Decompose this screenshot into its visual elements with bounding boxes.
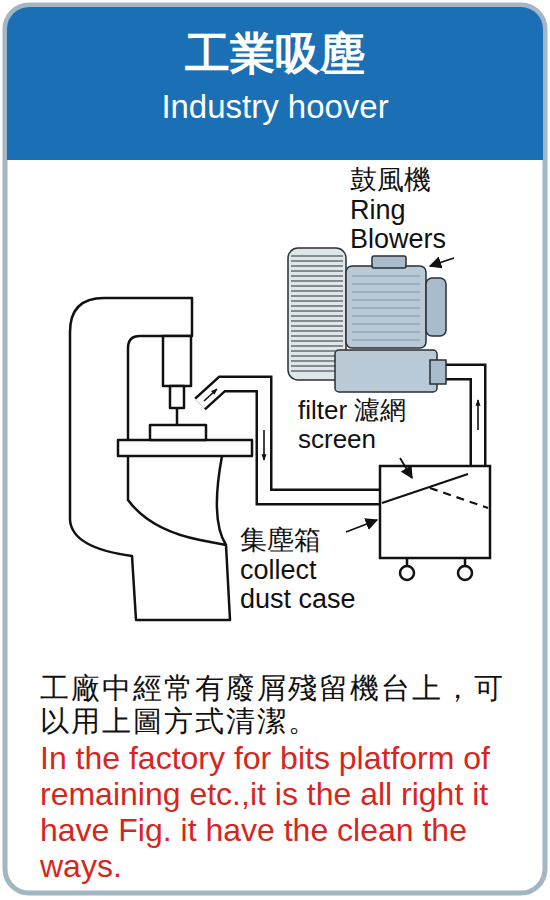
drill-bit: [176, 408, 179, 424]
fin-line: [291, 280, 343, 281]
leader-line: [430, 258, 454, 266]
fin-line: [291, 345, 343, 346]
fin-line: [291, 320, 343, 321]
filter-screen-open: [430, 488, 488, 508]
rib-line: [352, 292, 420, 293]
card-outline: [5, 5, 545, 893]
rib-line: [352, 316, 420, 317]
title-text: 工業吸塵: [7, 29, 543, 78]
part-name: 鼓風機 Ring Blowers: [350, 166, 478, 255]
flow-arrow: [477, 400, 479, 430]
rib-line: [352, 324, 420, 325]
press-column: [70, 298, 192, 520]
press-pedestal: [128, 456, 226, 545]
dust-case-box: [380, 466, 490, 558]
duct-inner: [438, 372, 478, 470]
fin-line: [291, 310, 343, 311]
subtitle-text: Industry hoover: [7, 89, 543, 125]
blower-exhaust-housing: [335, 350, 437, 392]
leader-line: [346, 520, 377, 532]
header-band: 工業吸塵 Industry hoover: [7, 7, 543, 160]
rib-line: [352, 308, 420, 309]
rib-line: [352, 276, 420, 277]
terminal-box: [372, 256, 406, 268]
fin-line: [291, 260, 343, 261]
caster-leg: [407, 558, 465, 566]
fin-line: [291, 285, 343, 286]
caption-text: 工廠中經常有廢屑殘留機台上，可以用上圖方式清潔。: [40, 672, 515, 738]
fin-line: [291, 290, 343, 291]
fin-line: [291, 335, 343, 336]
caster-wheel: [400, 566, 414, 580]
press-base: [70, 456, 230, 620]
spindle-chuck: [170, 386, 184, 408]
press-frame: [70, 298, 252, 620]
workpiece: [150, 425, 206, 440]
leader-line: [400, 458, 412, 478]
motor-body: [346, 266, 426, 348]
motor-end-cap: [426, 278, 446, 336]
fin-line: [291, 340, 343, 341]
dust-case: [380, 466, 490, 580]
part-name: filter 濾網 screen: [298, 396, 440, 453]
fin-line: [291, 275, 343, 276]
rib-line: [352, 300, 420, 301]
fin-line: [291, 305, 343, 306]
rib-line: [352, 340, 420, 341]
fin-line: [291, 315, 343, 316]
ring-blower: [288, 248, 446, 392]
fin-line: [291, 325, 343, 326]
motor-ribs: [352, 276, 420, 340]
press-table: [118, 440, 252, 456]
fin-line: [291, 300, 343, 301]
fin-line: [291, 255, 343, 256]
fin-line: [291, 330, 343, 331]
flow-arrow: [204, 389, 217, 401]
part-name: 集塵箱 collect dust case: [240, 526, 364, 615]
rib-line: [352, 284, 420, 285]
blower-outlet: [430, 360, 446, 384]
rib-line: [352, 332, 420, 333]
caster-wheel: [458, 566, 472, 580]
flow-arrow: [263, 430, 265, 460]
filter-screen: [382, 474, 468, 503]
fin-line: [291, 295, 343, 296]
note-text: In the factory for bits platform of rema…: [40, 740, 522, 884]
spindle-head: [163, 336, 191, 386]
fin-line: [291, 270, 343, 271]
fin-line: [291, 265, 343, 266]
